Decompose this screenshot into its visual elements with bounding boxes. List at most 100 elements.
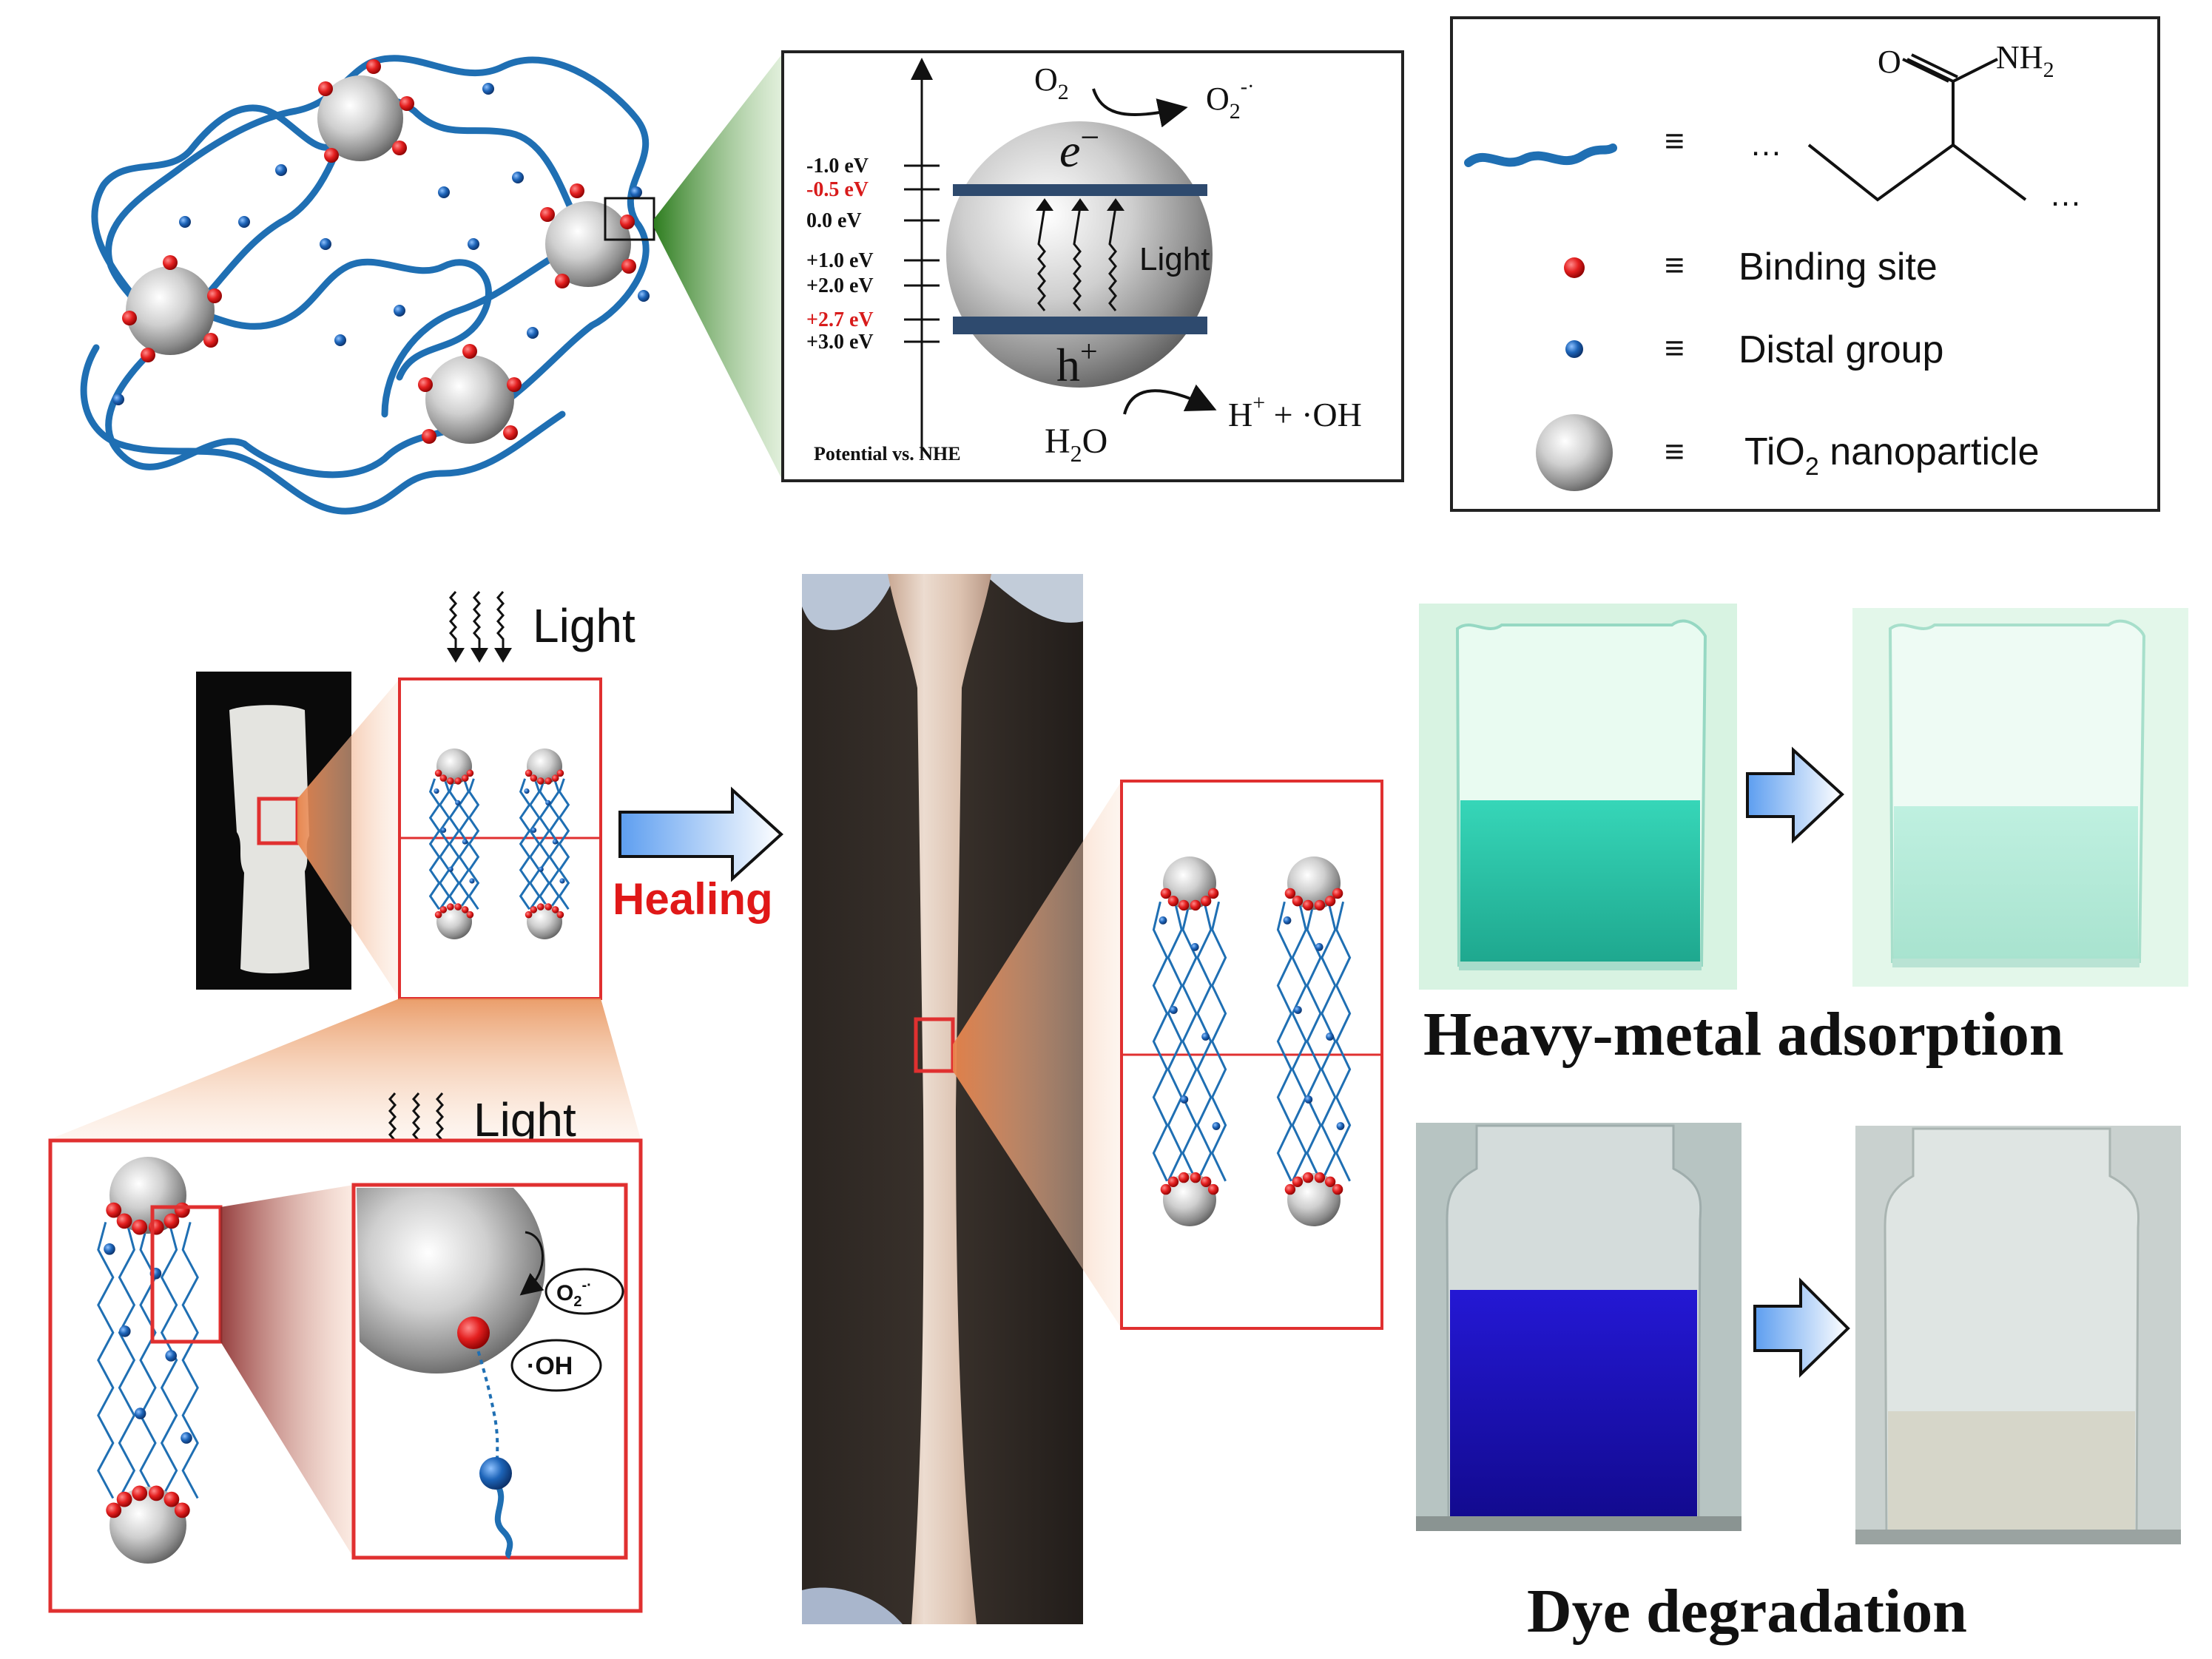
binding-site-large	[457, 1317, 490, 1349]
binding-site	[461, 906, 469, 913]
light-arrows-top	[449, 591, 505, 651]
polymer-chain	[1276, 901, 1293, 1182]
binding-site	[1292, 896, 1304, 907]
polymer-chain	[539, 778, 550, 910]
healing-arrow[interactable]	[618, 786, 783, 882]
binding-site	[551, 906, 559, 913]
distal-group	[1201, 1033, 1210, 1041]
clear-solution	[1894, 806, 2138, 960]
binding-site	[439, 906, 448, 913]
hydrogel-sample	[229, 705, 309, 973]
tio2-nanoparticle	[1287, 1173, 1341, 1226]
beaker-after	[1852, 608, 2188, 987]
vial-before-ledge	[1416, 1516, 1741, 1531]
binding-site	[132, 1485, 148, 1501]
distal-group	[134, 1408, 146, 1419]
distal-group	[448, 866, 453, 872]
chain-tail	[493, 1480, 513, 1559]
conduction-band	[953, 184, 1207, 196]
oxidation-arrow	[1123, 384, 1217, 415]
energy-level-label: -0.5 eV	[806, 178, 869, 201]
light-label-diagram: Light	[1139, 241, 1210, 277]
polymer-chain	[139, 1222, 157, 1499]
distal-group	[1304, 1095, 1313, 1104]
polyacrylamide-structure	[1807, 58, 2027, 202]
binding-site	[447, 903, 454, 910]
binding-site	[454, 777, 462, 785]
beaker-base	[1459, 962, 1702, 970]
stretched-hydrogel	[888, 574, 991, 1624]
binding-site	[1324, 1176, 1336, 1188]
polymer-chain	[144, 258, 492, 381]
tio2-nanoparticle	[425, 355, 514, 444]
binding-site	[530, 774, 538, 782]
beaker-base-after	[1892, 959, 2139, 967]
legend-chain-icon	[1464, 143, 1617, 167]
tio2-nanoparticle	[1163, 1173, 1216, 1226]
binding-site	[447, 777, 454, 785]
polymer-chain	[468, 778, 480, 910]
zoom-glow-orange	[297, 679, 399, 999]
tio2-nanoparticle	[436, 904, 472, 939]
legend-binding-site-icon	[1564, 257, 1585, 278]
reduction-arrow	[1092, 88, 1188, 128]
binding-site	[466, 769, 474, 777]
polymer-chain	[1321, 901, 1337, 1182]
binding-site	[461, 774, 469, 782]
distal-group	[559, 878, 565, 884]
tio2-nanoparticle	[527, 749, 562, 784]
binding-site	[1160, 1183, 1172, 1195]
polymer-chain	[118, 1222, 136, 1499]
binding-site	[1332, 1183, 1343, 1195]
binding-site	[556, 769, 564, 777]
healing-label: Healing	[613, 874, 773, 924]
binding-site	[116, 1491, 132, 1507]
binding-site	[1160, 888, 1172, 899]
zoom-glow-green	[654, 53, 783, 481]
polymer-chain	[428, 778, 441, 910]
tio2-nanoparticle	[126, 266, 215, 355]
distal-group	[434, 788, 439, 794]
light-arrowheads-top	[447, 648, 512, 663]
degradation-arrow	[1753, 1277, 1850, 1378]
binding-site	[1167, 896, 1179, 907]
beaker-before	[1419, 604, 1737, 990]
distal-group	[1212, 1122, 1221, 1130]
legend-binding-site-label: Binding site	[1739, 246, 1938, 288]
binding-site	[163, 1213, 180, 1229]
healed-interface-schematic	[1120, 780, 1383, 1330]
binding-site	[434, 910, 442, 919]
binding-site	[1190, 1172, 1201, 1183]
polymer-chain	[97, 1222, 115, 1499]
oxygen-label: O2	[1034, 61, 1069, 104]
fracture-interface-schematic	[398, 678, 602, 1000]
binding-site	[466, 910, 474, 919]
binding-site	[174, 1502, 190, 1518]
binding-sites	[122, 59, 636, 444]
distal-group	[1336, 1122, 1345, 1130]
superoxide-bubble-label: O2-·	[556, 1277, 592, 1310]
glove-top-right	[984, 574, 1083, 623]
tio2-nanoparticle	[109, 1157, 186, 1234]
energy-level-label: +1.0 eV	[806, 249, 874, 272]
binding-site	[1314, 1172, 1326, 1183]
excitation-arrowheads	[1036, 198, 1124, 211]
tio2-nanoparticle	[436, 749, 472, 784]
binding-site	[551, 774, 559, 782]
binding-site	[1302, 1172, 1314, 1183]
binding-site	[530, 906, 538, 913]
polymer-chain	[1335, 901, 1352, 1182]
binding-site	[1302, 899, 1314, 911]
polymer-chain	[1167, 901, 1183, 1182]
legend: ≡ … O NH2 … ≡ Binding site ≡ Distal grou…	[1450, 16, 2160, 512]
distal-group	[524, 788, 530, 794]
zoom-glow-down	[50, 999, 641, 1139]
energy-level-label: 0.0 eV	[806, 209, 862, 232]
distal-group	[1190, 943, 1199, 951]
binding-site	[174, 1202, 190, 1218]
distal-group	[552, 839, 559, 845]
distal-group	[469, 878, 475, 884]
legend-distal-group-label: Distal group	[1739, 328, 1943, 371]
binding-site	[537, 903, 544, 910]
